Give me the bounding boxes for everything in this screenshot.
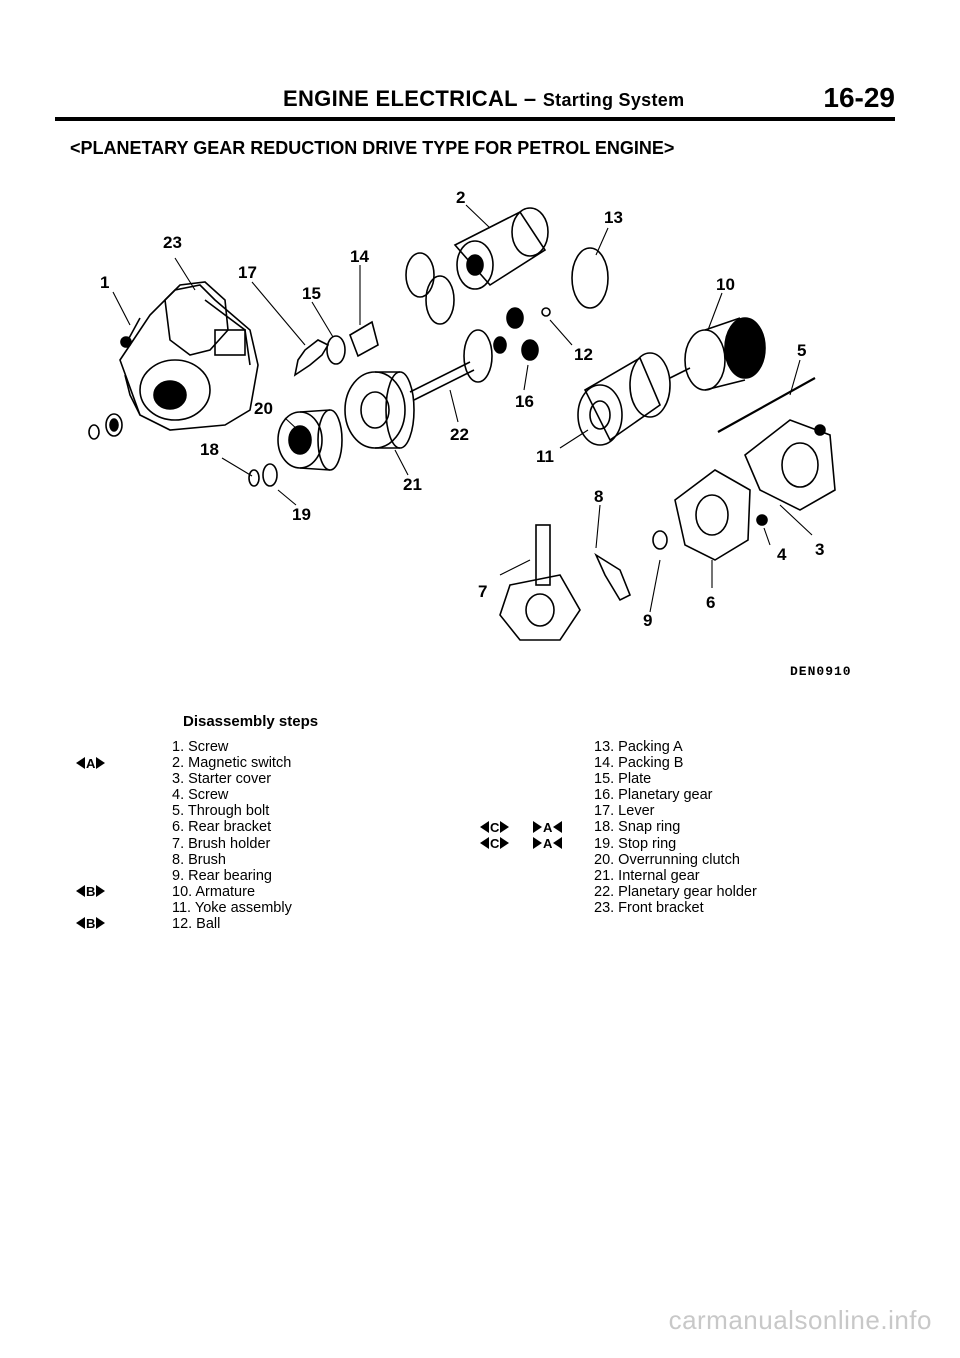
step-item: 23. Front bracket <box>594 899 704 916</box>
step-item: 10. Armature <box>172 883 256 900</box>
header-subtitle: Starting System <box>542 90 685 110</box>
mark-letter: C <box>490 819 500 835</box>
mark-step19-install: A <box>533 835 563 851</box>
snap-ring-part <box>248 469 260 487</box>
yoke-assembly-part <box>577 352 671 446</box>
starter-cover-part <box>744 419 836 511</box>
packing-b-part <box>349 320 379 358</box>
plate-part <box>326 335 346 365</box>
step-item: 1. Screw <box>172 739 229 755</box>
step-item: 17. Lever <box>594 803 655 820</box>
mark-letter: A <box>543 835 553 851</box>
step-item: 6. Rear bracket <box>172 819 272 836</box>
page-number: 16-29 <box>823 82 895 113</box>
front-bracket-part <box>119 281 259 431</box>
callout-8: 8 <box>594 487 603 506</box>
step-item: 16. Planetary gear <box>594 787 713 804</box>
overrunning-clutch-part <box>277 409 343 471</box>
mark-letter: B <box>86 915 96 931</box>
callout-3: 3 <box>815 540 824 559</box>
step-item: 22. Planetary gear holder <box>594 883 757 900</box>
steps-title: Disassembly steps <box>183 713 319 730</box>
leader-lines <box>112 204 813 613</box>
header-title-main: ENGINE ELECTRICAL – <box>283 86 537 111</box>
step-item: 3. Starter cover <box>172 771 272 788</box>
callout-7: 7 <box>478 582 487 601</box>
figure-code: DEN0910 <box>790 664 852 679</box>
ball-part <box>541 307 551 317</box>
brush-part <box>594 552 632 602</box>
planetary-gear-holder-part <box>409 329 493 401</box>
step-item: 20. Overrunning clutch <box>594 851 740 868</box>
step-item: 14. Packing B <box>594 755 684 772</box>
mark-letter: A <box>543 819 553 835</box>
callout-1: 1 <box>100 273 109 292</box>
mark-letter: C <box>490 835 500 851</box>
callout-9: 9 <box>643 611 652 630</box>
step-item: 19. Stop ring <box>594 835 677 852</box>
step-item: 7. Brush holder <box>172 835 271 852</box>
callout-11: 11 <box>536 447 554 466</box>
header-title: ENGINE ELECTRICAL – Starting System <box>283 86 684 112</box>
steps-right-column: 13. Packing A 14. Packing B 15. Plate 16… <box>594 739 757 916</box>
planetary-gear-part <box>506 307 524 329</box>
callout-21: 21 <box>403 475 422 494</box>
step-item: 2. Magnetic switch <box>172 755 292 772</box>
mark-step10: B <box>76 883 106 899</box>
step-item: 9. Rear bearing <box>172 867 272 884</box>
step-item: 8. Brush <box>172 851 226 868</box>
mark-step18-install: A <box>533 819 563 835</box>
callout-10: 10 <box>716 275 735 294</box>
starter-exploded-diagram: 1 2 3 4 5 6 7 8 9 10 11 12 13 14 15 16 1… <box>88 188 836 641</box>
callout-4: 4 <box>777 545 787 564</box>
step-item: 18. Snap ring <box>594 819 681 836</box>
mark-step12: B <box>76 915 106 931</box>
screw-4-part <box>756 514 768 526</box>
callout-16: 16 <box>515 392 534 411</box>
callout-15: 15 <box>302 284 321 303</box>
callout-23: 23 <box>163 233 182 252</box>
lever-part <box>293 339 330 377</box>
rear-bearing-part <box>652 530 668 550</box>
stop-ring-part <box>262 463 278 487</box>
callout-14: 14 <box>350 247 369 266</box>
section-title: <PLANETARY GEAR REDUCTION DRIVE TYPE FOR… <box>70 138 675 158</box>
step-item: 5. Through bolt <box>172 803 270 820</box>
callout-labels: 1 2 3 4 5 6 7 8 9 10 11 12 13 14 15 16 1… <box>100 188 824 630</box>
internal-gear-part <box>344 371 415 449</box>
steps-left-column: 1. Screw 2. Magnetic switch 3. Starter c… <box>172 739 292 932</box>
mark-letter: A <box>86 755 96 771</box>
screw-part <box>120 317 141 348</box>
callout-22: 22 <box>450 425 469 444</box>
header-rule <box>55 117 895 121</box>
step-item: 12. Ball <box>172 916 221 933</box>
through-bolt-part <box>717 377 816 433</box>
page-header: ENGINE ELECTRICAL – Starting System 16-2… <box>55 82 895 116</box>
callout-17: 17 <box>238 263 257 282</box>
mark-letter: B <box>86 883 96 899</box>
step-item: 4. Screw <box>172 787 229 804</box>
rear-bracket-part <box>674 469 751 561</box>
callout-2: 2 <box>456 188 465 207</box>
packing-a-part <box>571 247 609 309</box>
magnetic-switch-part <box>453 207 549 290</box>
mark-step19-removal: C <box>480 835 510 851</box>
watermark: carmanualsonline.info <box>668 1305 932 1335</box>
mark-step18-removal: C <box>480 819 510 835</box>
callout-18: 18 <box>200 440 219 459</box>
callout-6: 6 <box>706 593 715 612</box>
callout-19: 19 <box>292 505 311 524</box>
step-item: 21. Internal gear <box>594 867 700 884</box>
callout-5: 5 <box>797 341 806 360</box>
callout-20: 20 <box>254 399 273 418</box>
step-item: 13. Packing A <box>594 739 683 755</box>
callout-12: 12 <box>574 345 593 364</box>
step-item: 15. Plate <box>594 771 652 788</box>
armature-part <box>669 317 766 391</box>
mark-step2: A <box>76 755 106 771</box>
brush-holder-part <box>499 524 581 641</box>
callout-13: 13 <box>604 208 623 227</box>
step-item: 11. Yoke assembly <box>172 899 292 916</box>
